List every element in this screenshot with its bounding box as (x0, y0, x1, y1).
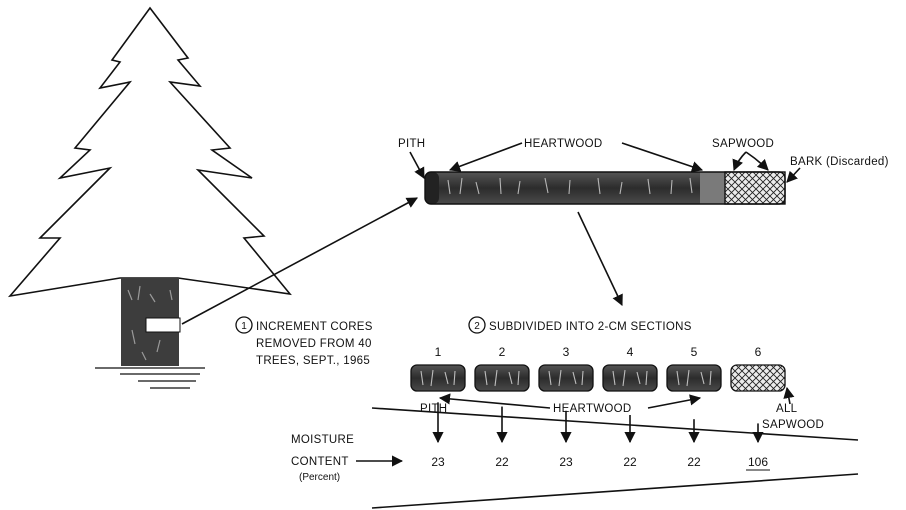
ground-lines (95, 368, 205, 388)
core-label-pith: PITH (398, 138, 425, 150)
step-1-line-1: INCREMENT CORES (256, 321, 373, 333)
section-5-block (667, 365, 721, 391)
arrow-sections-heartwood-right (648, 398, 700, 408)
tree (10, 8, 290, 388)
arrow-sapwood-left (734, 152, 746, 170)
section-label-all: ALL (776, 403, 798, 415)
arrow-sapwood-right (746, 152, 768, 170)
arrow-bark (787, 168, 800, 182)
section-3-block (539, 365, 593, 391)
arrow-sections-heartwood-left (440, 398, 550, 408)
arrow-core-to-sections (578, 212, 622, 305)
tree-crown (10, 8, 290, 296)
arrow-pith (410, 152, 424, 178)
section-5-moisture: 22 (687, 455, 701, 469)
step-2-label: 2 SUBDIVIDED INTO 2-CM SECTIONS (469, 317, 692, 333)
step-2-text: SUBDIVIDED INTO 2-CM SECTIONS (489, 321, 692, 333)
moisture-label-unit: (Percent) (299, 472, 340, 483)
core-sapwood (725, 172, 785, 204)
arrow-heartwood-left (450, 143, 522, 170)
section-3-number: 3 (563, 345, 570, 359)
core-transition (700, 172, 725, 204)
arrow-sections-sapwood (787, 388, 790, 404)
increment-core (425, 172, 785, 204)
step-1-label: 1 INCREMENT CORES REMOVED FROM 40 TREES,… (236, 317, 373, 367)
section-4-number: 4 (627, 345, 634, 359)
core-label-sapwood: SAPWOOD (712, 138, 774, 150)
core-label-bark: BARK (Discarded) (790, 156, 889, 168)
step-1-line-2: REMOVED FROM 40 (256, 338, 372, 350)
section-4-block (603, 365, 657, 391)
core-pith-end (425, 172, 439, 204)
section-label-heartwood: HEARTWOOD (553, 403, 632, 415)
section-3-moisture: 23 (559, 455, 573, 469)
step-1-number: 1 (241, 321, 247, 332)
step-1-line-3: TREES, SEPT., 1965 (256, 355, 370, 367)
core-hole (146, 318, 180, 332)
section-6-moisture: 106 (748, 455, 768, 469)
moisture-label-line-2: CONTENT (291, 456, 349, 468)
moisture-label-line-1: MOISTURE (291, 434, 354, 446)
section-label-sapwood: SAPWOOD (762, 419, 824, 431)
arrow-tree-to-core (182, 198, 417, 324)
section-1-block (411, 365, 465, 391)
core-heartwood (425, 172, 725, 204)
table-line-bottom (372, 474, 858, 508)
section-2-number: 2 (499, 345, 506, 359)
section-2-block (475, 365, 529, 391)
section-2-moisture: 22 (495, 455, 509, 469)
core-label-heartwood: HEARTWOOD (524, 138, 603, 150)
section-6-number: 6 (755, 345, 762, 359)
moisture-label: MOISTURE CONTENT (Percent) (291, 434, 402, 483)
section-1-number: 1 (435, 345, 442, 359)
section-1-moisture: 23 (431, 455, 445, 469)
section-6-block (731, 365, 785, 391)
section-5-number: 5 (691, 345, 698, 359)
step-2-number: 2 (474, 321, 480, 332)
section-4-moisture: 22 (623, 455, 637, 469)
arrow-heartwood-right (622, 143, 702, 170)
